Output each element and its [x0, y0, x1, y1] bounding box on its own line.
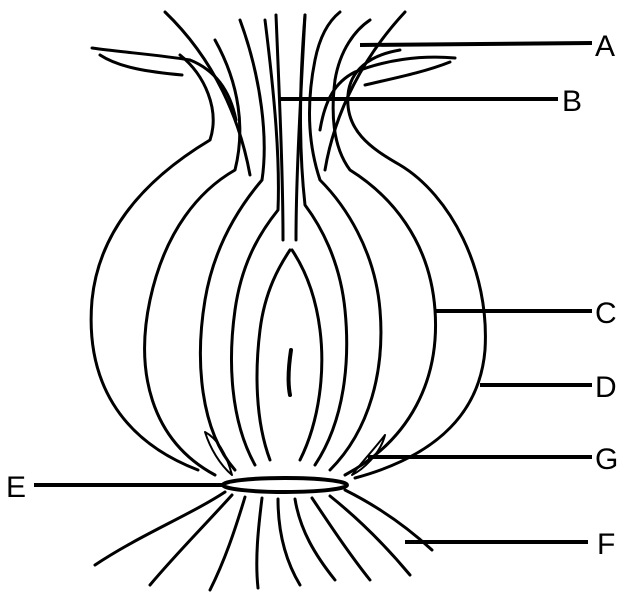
label-d: D — [595, 371, 617, 404]
stem-leaf-right — [296, 15, 305, 240]
roots — [95, 490, 432, 590]
inner-scale-2-left — [232, 20, 279, 465]
bud-left — [205, 432, 232, 475]
label-a: A — [595, 30, 615, 63]
label-f: F — [597, 528, 615, 561]
inner-scale-3-left — [257, 250, 290, 460]
inner-scale-3-right — [292, 250, 322, 460]
label-b: B — [562, 85, 582, 118]
label-g: G — [595, 443, 618, 476]
root — [210, 497, 245, 590]
label-c: C — [595, 297, 617, 330]
basal-plate — [223, 478, 347, 492]
root — [257, 498, 262, 588]
outer-scale-left — [91, 55, 213, 470]
root — [95, 492, 225, 565]
label-e: E — [6, 471, 26, 504]
root — [330, 496, 410, 575]
root — [312, 498, 370, 580]
leader-line-a — [360, 43, 592, 45]
outer-scale-right — [348, 50, 486, 478]
inner-scale-1-right — [310, 12, 381, 470]
leaf-tip-left — [92, 48, 236, 120]
leaf-tip-right — [320, 57, 455, 130]
scale-c-left — [145, 40, 240, 475]
central-leaf — [289, 350, 291, 395]
root — [295, 499, 335, 580]
